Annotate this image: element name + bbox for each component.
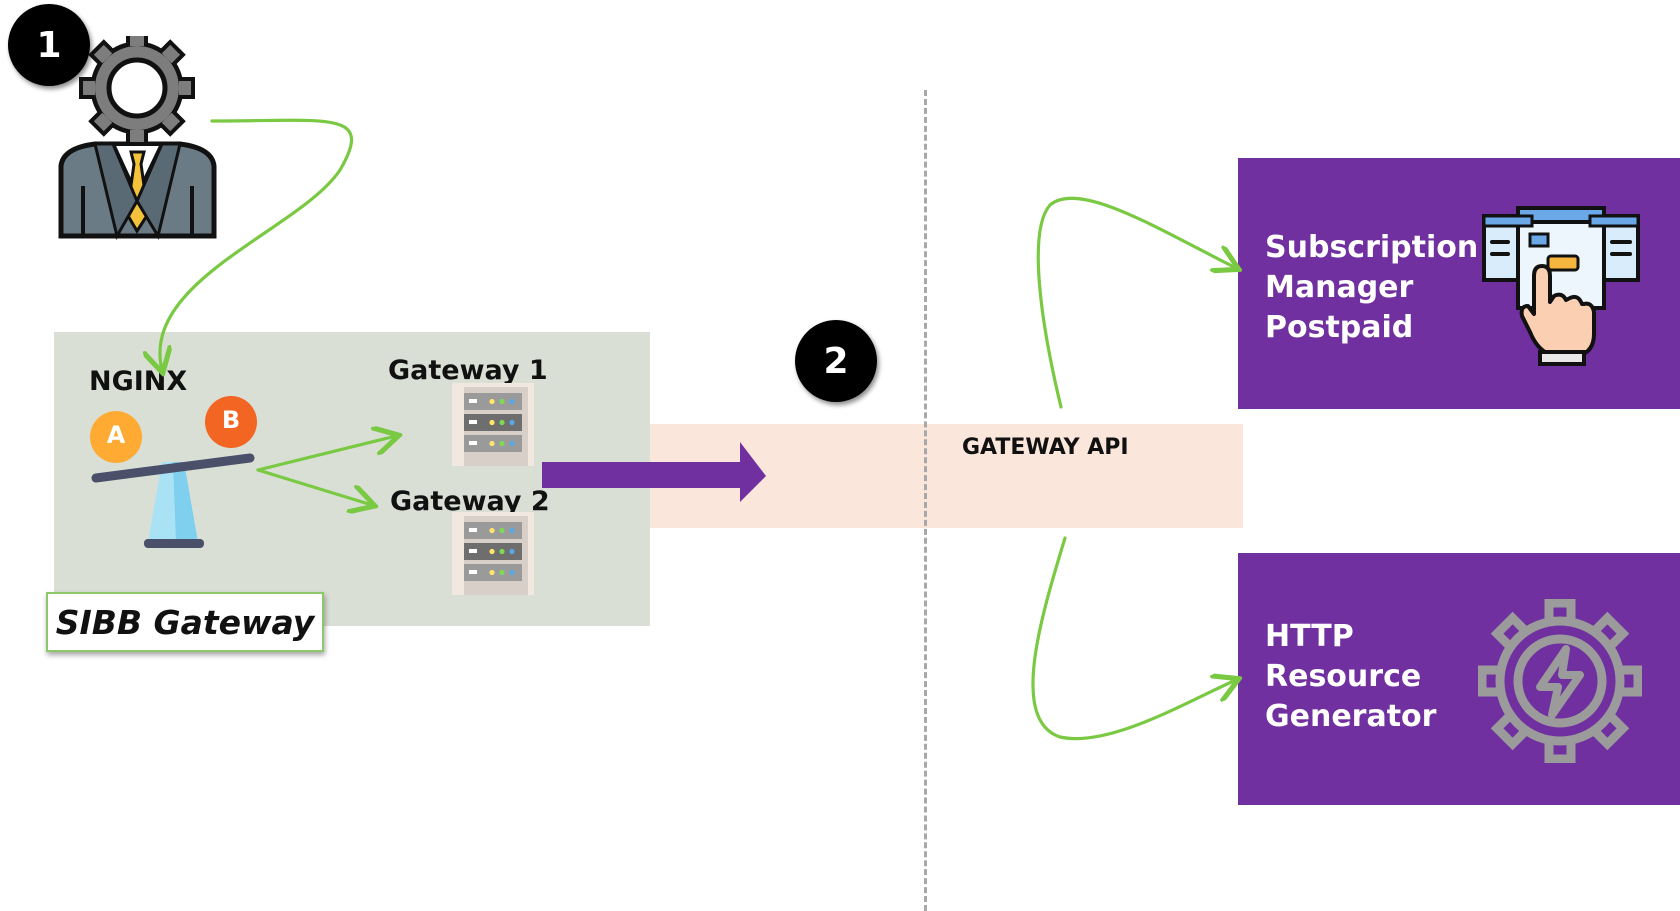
subscription-title-line2: Manager xyxy=(1265,270,1414,305)
gear-lightning-icon xyxy=(1478,599,1642,763)
http-resource-generator-box: HTTP Resource Generator xyxy=(1238,553,1680,805)
api-to-subscription-arrow xyxy=(1036,196,1236,409)
server-rack-icon xyxy=(452,383,534,466)
sibb-gateway-label: SIBB Gateway xyxy=(46,592,324,652)
api-to-http-arrow xyxy=(1031,536,1236,741)
subscription-title-line1: Subscription xyxy=(1265,230,1479,265)
step-1-number: 1 xyxy=(36,24,62,66)
gateway-api-label: GATEWAY API xyxy=(962,435,1129,460)
step-2-number: 2 xyxy=(823,340,849,382)
subscription-title-line3: Postpaid xyxy=(1265,310,1414,345)
step-1-badge: 1 xyxy=(8,4,90,86)
step-2-badge: 2 xyxy=(795,320,877,402)
gateway-1-label: Gateway 1 xyxy=(388,355,548,386)
http-title-line2: Resource xyxy=(1265,659,1422,694)
admin-user-icon xyxy=(58,36,217,241)
balance-label-a: A xyxy=(106,421,126,449)
gateway-to-api-main-arrow xyxy=(542,442,766,502)
balance-label-b: B xyxy=(221,406,241,434)
nginx-to-gateway1-arrow xyxy=(256,436,396,472)
server-rack-icon xyxy=(452,512,534,595)
boundary-divider xyxy=(924,90,927,911)
http-title-line3: Generator xyxy=(1265,699,1437,734)
gateway-2-label: Gateway 2 xyxy=(390,486,550,517)
user-to-nginx-arrow xyxy=(160,118,353,370)
http-title-line1: HTTP xyxy=(1265,619,1354,654)
load-balancer-scale-icon xyxy=(90,396,257,548)
nginx-to-gateway2-arrow xyxy=(256,468,372,505)
subscription-touch-icon xyxy=(1482,206,1640,366)
subscription-manager-box: Subscription Manager Postpaid xyxy=(1238,158,1680,409)
